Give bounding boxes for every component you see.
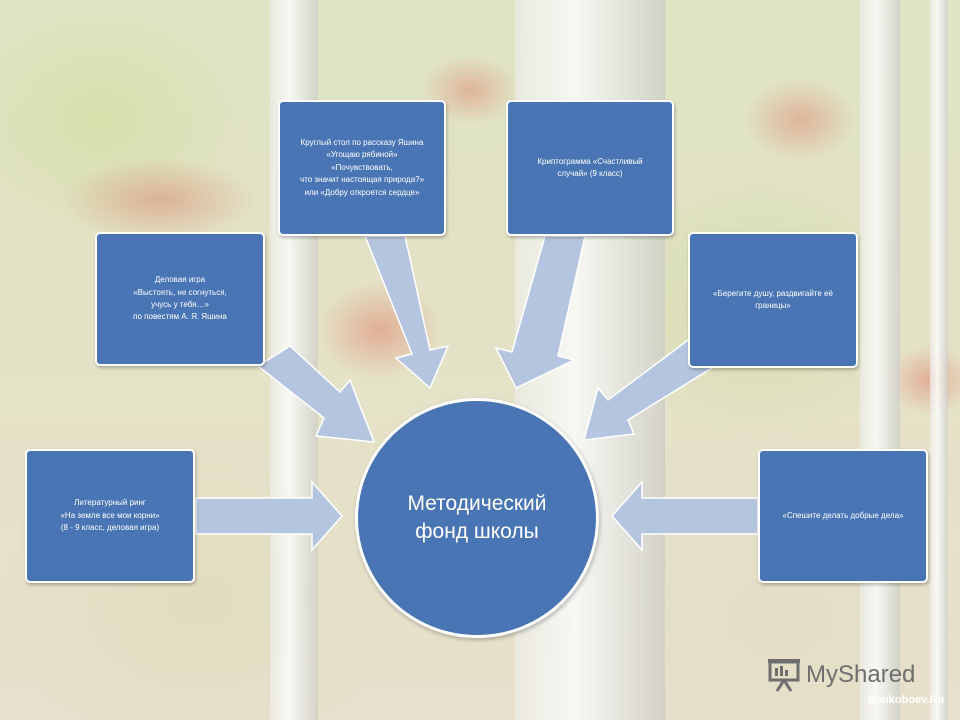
watermark-site: Bankoboev.Ru	[868, 694, 945, 706]
node-text: по повестям А. Я. Яшина	[133, 312, 227, 322]
node-text: «Выстоять, не согнуться,	[133, 287, 227, 297]
node-text: «Берегите душу, раздвигайте её	[713, 288, 833, 298]
node-text: (8 - 9 класс, деловая игра)	[60, 523, 160, 533]
node-good-deeds: «Спешите делать добрые дела»	[758, 449, 928, 583]
center-title-line2: фонд школы	[415, 520, 539, 543]
birch-trunk	[930, 0, 948, 720]
arrow-round-table	[363, 235, 450, 390]
node-text: Литературный ринг	[74, 498, 146, 508]
node-text: случай» (9 класс)	[557, 169, 623, 178]
watermark-brand: MyShared	[806, 661, 916, 688]
center-title-line1: Методический	[407, 491, 547, 515]
presentation-icon	[768, 659, 800, 692]
node-text: что значит настоящая природа?»	[299, 175, 425, 185]
arrow-save-soul	[582, 338, 714, 441]
arrow-cryptogram	[494, 235, 586, 389]
node-text: Деловая игра	[154, 275, 206, 285]
arrow-good-deeds	[610, 480, 759, 552]
node-text: Криптограмма «Счастливый	[537, 156, 643, 166]
birch-trunk	[860, 0, 900, 720]
node-text: Круглый стол по рассказу Яшина	[300, 138, 424, 148]
arrow-literary-ring	[195, 480, 344, 552]
node-text: «Почувствовать,	[331, 162, 393, 172]
center-node: Методический фонд школы	[355, 398, 599, 638]
node-save-soul: «Берегите душу, раздвигайте её границы»	[688, 232, 858, 368]
node-business-game: Деловая игра «Выстоять, не согнуться, уч…	[95, 232, 265, 366]
node-round-table: Круглый стол по рассказу Яшина «Угощаю р…	[278, 100, 446, 236]
node-text: «Угощаю рябиной»	[326, 150, 398, 160]
node-text: или «Добру откроется сердце»	[304, 187, 420, 197]
node-text: «Спешите делать добрые дела»	[782, 510, 904, 520]
watermark-logo: MyShared	[768, 655, 915, 695]
node-text: «На земле все мои корни»	[60, 510, 160, 520]
node-literary-ring: Литературный ринг «На земле все мои корн…	[25, 449, 195, 583]
node-cryptogram: Криптограмма «Счастливый случай» (9 клас…	[506, 100, 674, 236]
node-text: учусь у тебя…»	[151, 300, 209, 309]
node-text: границы»	[755, 301, 791, 310]
arrow-business-game	[256, 345, 376, 443]
